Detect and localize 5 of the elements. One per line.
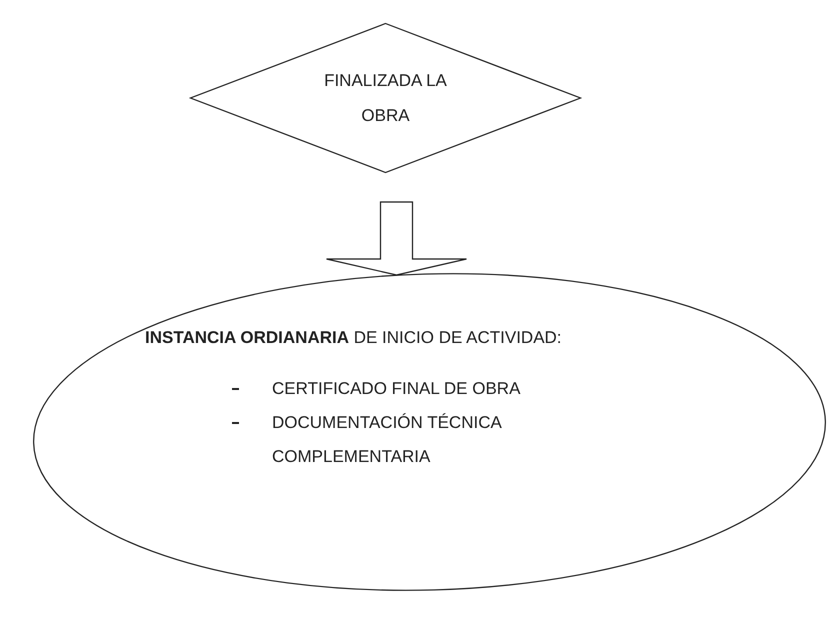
list-item: CERTIFICADO FINAL DE OBRA [272, 378, 522, 400]
list-item: DOCUMENTACIÓN TÉCNICA COMPLEMENTARIA [272, 412, 502, 468]
node-label: FINALIZADA LA OBRA [323, 70, 448, 127]
node-heading: INSTANCIA ORDIANARIA DE INICIO DE ACTIVIDAD: [145, 327, 563, 349]
block-arrow [326, 201, 468, 276]
